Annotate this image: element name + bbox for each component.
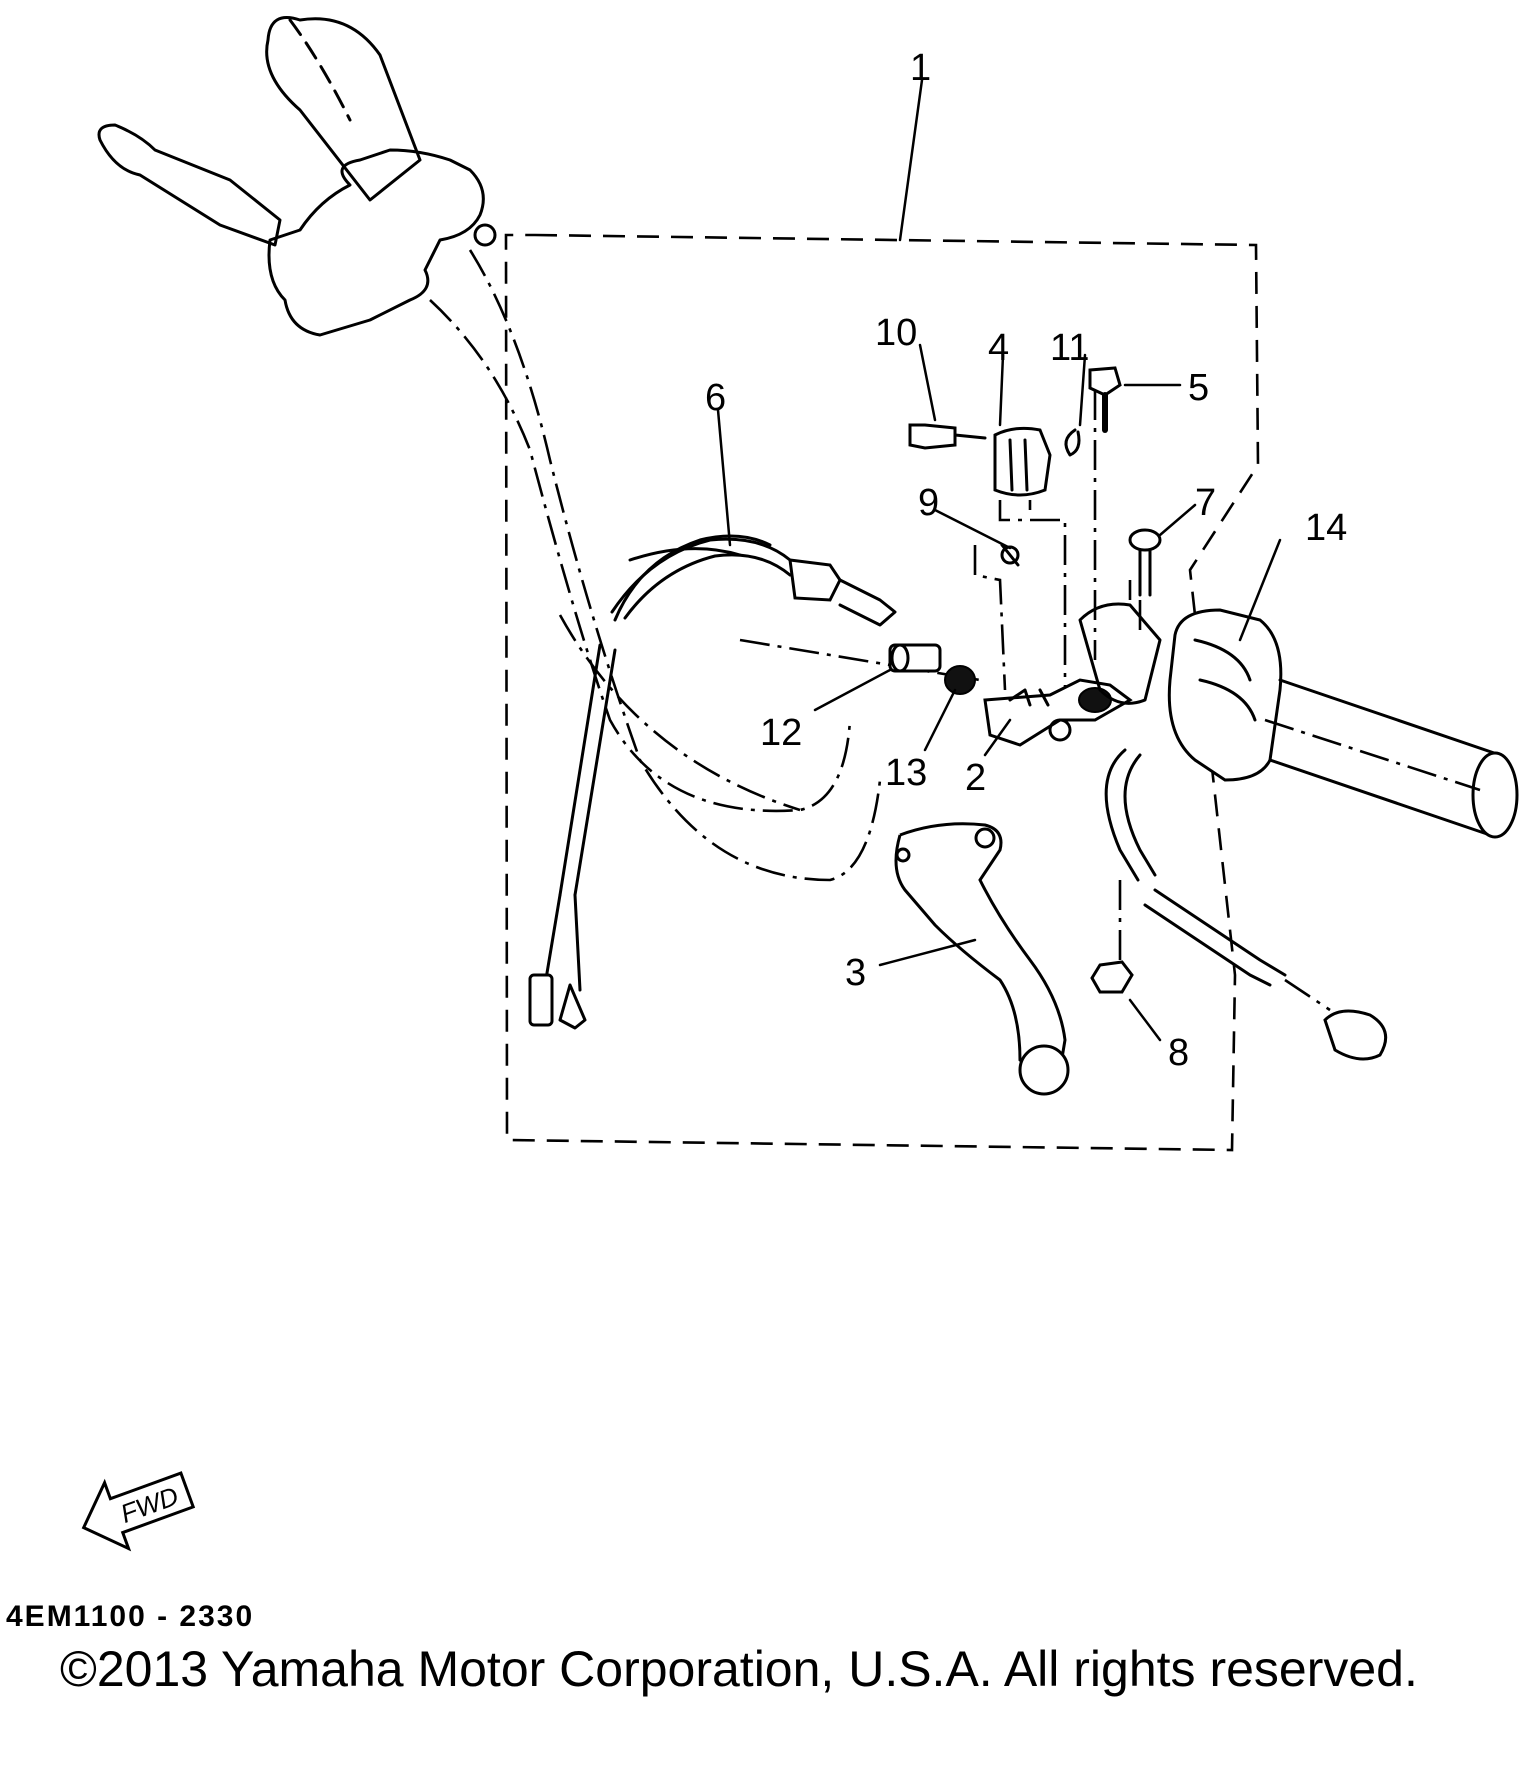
left-switch-wire: [528, 534, 772, 1030]
callout-13: 13: [885, 752, 927, 794]
callout-12: 12: [760, 712, 802, 754]
drawing-code: 4EM1100 - 2330: [6, 1600, 255, 1633]
callout-4: 4: [988, 327, 1009, 369]
clutch-switch-cable: [610, 537, 981, 682]
cable-adjuster: [888, 643, 976, 695]
lever-holder: [983, 678, 1133, 747]
screw: [1128, 528, 1162, 630]
left-grip: [265, 16, 422, 202]
callout-3: 3: [845, 952, 866, 994]
leader-lines: [716, 78, 1282, 1042]
copyright-notice: ©2013 Yamaha Motor Corporation, U.S.A. A…: [60, 1641, 1418, 1697]
callout-7: 7: [1195, 482, 1216, 524]
brake-lever: [894, 822, 1070, 1096]
callout-8: 8: [1168, 1032, 1189, 1074]
right-grip: [1078, 602, 1519, 839]
assembly-boundary: [504, 233, 1260, 1152]
fwd-arrow: FWD: [81, 1471, 196, 1552]
lever-bracket: [908, 366, 1122, 497]
callout-2: 2: [965, 757, 986, 799]
callout-10: 10: [875, 312, 917, 354]
left-lever-housing: [97, 123, 497, 337]
callout-6: 6: [705, 377, 726, 419]
mount-plate: [973, 390, 1132, 695]
right-switch-cable: [1090, 748, 1388, 1061]
callout-9: 9: [918, 482, 939, 524]
callout-labels: 1 2 3 4 5 6 7 8 9 10 11 12 13 14: [705, 47, 1347, 1074]
callout-14: 14: [1305, 507, 1347, 549]
callout-5: 5: [1188, 367, 1209, 409]
callout-1: 1: [910, 47, 931, 89]
callout-11: 11: [1050, 327, 1089, 369]
